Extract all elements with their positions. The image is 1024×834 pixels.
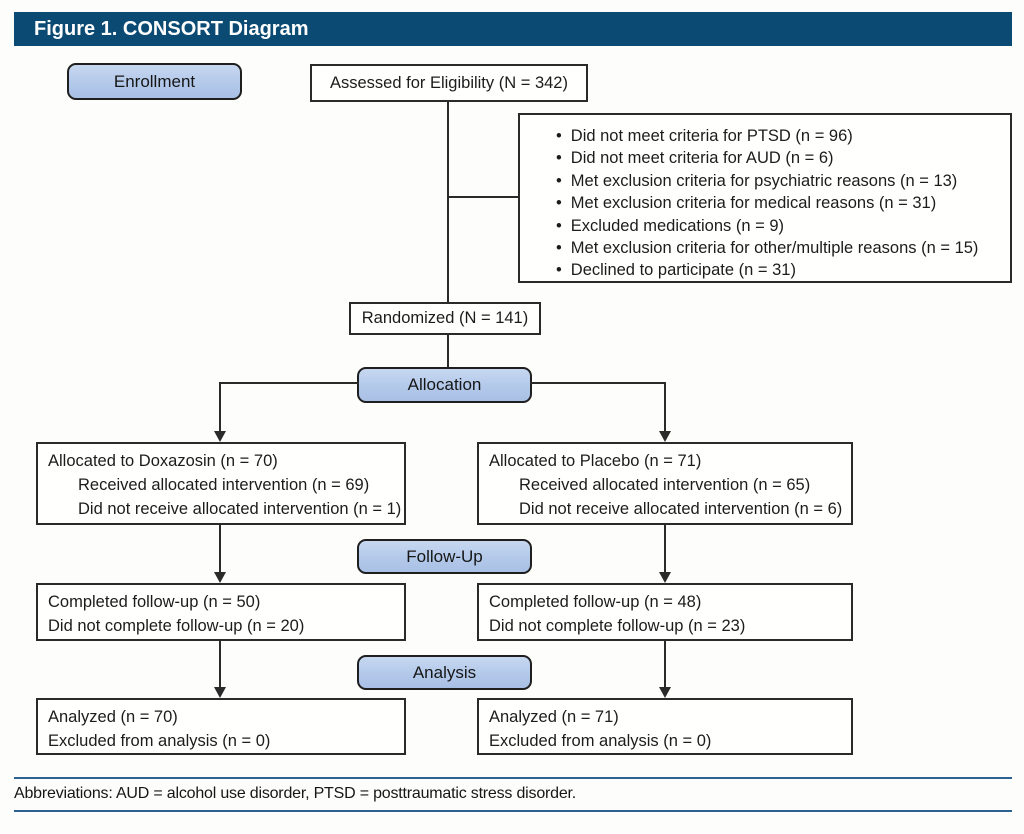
exclusion-reason-item: Met exclusion criteria for medical reaso… [556, 192, 1004, 214]
analysis-left-line2: Excluded from analysis (n = 0) [48, 732, 271, 750]
followup-doxazosin-box: Completed follow-up (n = 50) Did not com… [36, 583, 406, 641]
randomized-box: Randomized (N = 141) [349, 302, 541, 335]
followup-placebo-box: Completed follow-up (n = 48) Did not com… [477, 583, 853, 641]
exclusion-reason-item: Did not meet criteria for AUD (n = 6) [556, 147, 1004, 169]
connector-to-followup-right [664, 525, 666, 573]
exclusion-reason-item: Met exclusion criteria for other/multipl… [556, 237, 1004, 259]
arrowhead-alloc-left [214, 431, 226, 442]
allocated-placebo-box: Allocated to Placebo (n = 71) Received a… [477, 442, 853, 525]
stage-label-enrollment-text: Enrollment [113, 71, 196, 91]
connector-branch-to-exclusions [448, 196, 520, 198]
connector-to-analysis-left [219, 641, 221, 688]
abbreviations-text: Abbreviations: AUD = alcohol use disorde… [14, 785, 577, 802]
exclusion-reason-item: Excluded medications (n = 9) [556, 215, 1004, 237]
analysis-placebo-box: Analyzed (n = 71) Excluded from analysis… [477, 698, 853, 755]
stage-label-allocation: Allocation [357, 367, 532, 403]
alloc-left-line1: Allocated to Doxazosin (n = 70) [48, 452, 278, 470]
alloc-right-line3: Did not receive allocated intervention (… [519, 500, 843, 518]
alloc-left-line2: Received allocated intervention (n = 69) [78, 476, 370, 494]
followup-left-line1: Completed follow-up (n = 50) [48, 593, 261, 611]
stage-label-analysis: Analysis [357, 655, 532, 690]
alloc-right-line1: Allocated to Placebo (n = 71) [489, 452, 702, 470]
stage-label-analysis-text: Analysis [412, 662, 477, 682]
figure-title: Figure 1. CONSORT Diagram [34, 17, 309, 40]
assessed-eligibility-box: Assessed for Eligibility (N = 342) [310, 64, 588, 102]
abbreviations-note: Abbreviations: AUD = alcohol use disorde… [14, 781, 576, 807]
connector-to-alloc-left [219, 382, 221, 433]
arrowhead-followup-right [659, 572, 671, 583]
randomized-text: Randomized (N = 141) [361, 309, 529, 327]
connector-to-followup-left [219, 525, 221, 573]
analysis-right-line2: Excluded from analysis (n = 0) [489, 732, 712, 750]
analysis-doxazosin-box: Analyzed (n = 70) Excluded from analysis… [36, 698, 406, 755]
connector-allocation-right-horizontal [530, 382, 666, 384]
followup-right-line2: Did not complete follow-up (n = 23) [489, 617, 746, 635]
arrowhead-analysis-left [214, 687, 226, 698]
connector-randomized-to-allocation [447, 335, 449, 367]
stage-label-followup: Follow-Up [357, 539, 532, 574]
stage-label-allocation-text: Allocation [407, 375, 482, 394]
assessed-eligibility-text: Assessed for Eligibility (N = 342) [330, 73, 568, 92]
stage-label-followup-text: Follow-Up [406, 546, 483, 566]
exclusion-reason-item: Did not meet criteria for PTSD (n = 96) [556, 125, 1004, 147]
figure-title-bar: Figure 1. CONSORT Diagram [14, 12, 1012, 46]
exclusion-reasons-list: Did not meet criteria for PTSD (n = 96)D… [520, 115, 1010, 288]
exclusion-reasons-box: Did not meet criteria for PTSD (n = 96)D… [518, 113, 1012, 283]
arrowhead-analysis-right [659, 687, 671, 698]
stage-label-enrollment: Enrollment [67, 63, 242, 100]
analysis-right-line1: Analyzed (n = 71) [489, 708, 619, 726]
alloc-right-line2: Received allocated intervention (n = 65) [519, 476, 811, 494]
alloc-left-line3: Did not receive allocated intervention (… [78, 500, 402, 518]
connector-assessed-to-randomized [447, 102, 449, 302]
arrowhead-alloc-right [659, 431, 671, 442]
exclusion-reason-item: Met exclusion criteria for psychiatric r… [556, 170, 1004, 192]
footer-rule-bottom [14, 810, 1012, 812]
allocated-doxazosin-box: Allocated to Doxazosin (n = 70) Received… [36, 442, 406, 525]
footer-rule-top [14, 777, 1012, 779]
connector-allocation-left-horizontal [219, 382, 359, 384]
analysis-left-line1: Analyzed (n = 70) [48, 708, 178, 726]
followup-left-line2: Did not complete follow-up (n = 20) [48, 617, 305, 635]
exclusion-reason-item: Declined to participate (n = 31) [556, 259, 1004, 281]
connector-to-analysis-right [664, 641, 666, 688]
connector-to-alloc-right [664, 382, 666, 433]
followup-right-line1: Completed follow-up (n = 48) [489, 593, 702, 611]
arrowhead-followup-left [214, 572, 226, 583]
